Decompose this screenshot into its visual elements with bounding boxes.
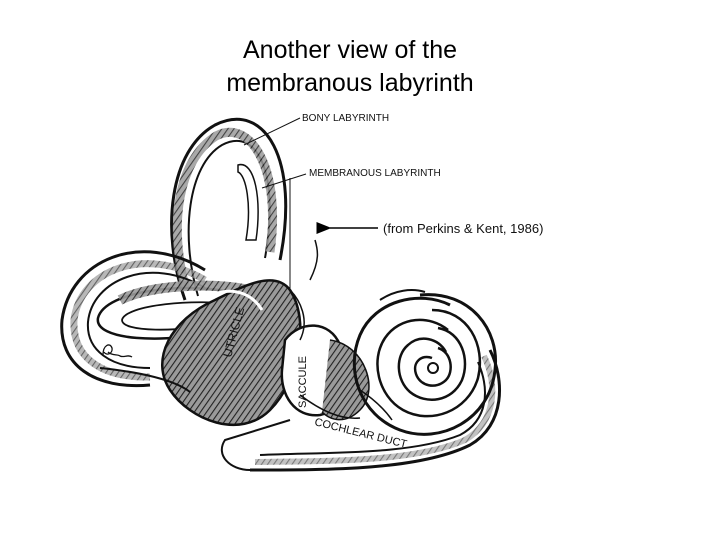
label-saccule: SACCULE	[297, 356, 309, 408]
superior-canal	[170, 118, 288, 301]
artist-signature	[102, 344, 133, 358]
posterior-canal	[60, 250, 207, 388]
endolymphatic-ducts	[289, 239, 393, 421]
cochlea-spiral	[352, 289, 498, 436]
title-line-2: membranous labyrinth	[226, 69, 474, 97]
label-bony-labyrinth: BONY LABYRINTH	[302, 113, 389, 124]
cochlear-duct-tube	[220, 349, 501, 472]
membranous-pointer-line	[261, 173, 307, 189]
bony-pointer-line	[243, 117, 301, 146]
slide-title: Another view of the membranous labyrinth	[150, 34, 550, 100]
saccule-region	[280, 324, 370, 421]
title-line-1: Another view of the	[242, 36, 457, 64]
citation-text: (from Perkins & Kent, 1986)	[383, 221, 544, 236]
label-membranous-labyrinth: MEMBRANOUS LABYRINTH	[309, 168, 441, 179]
label-cochlear-duct: COCHLEAR DUCT	[313, 416, 408, 451]
